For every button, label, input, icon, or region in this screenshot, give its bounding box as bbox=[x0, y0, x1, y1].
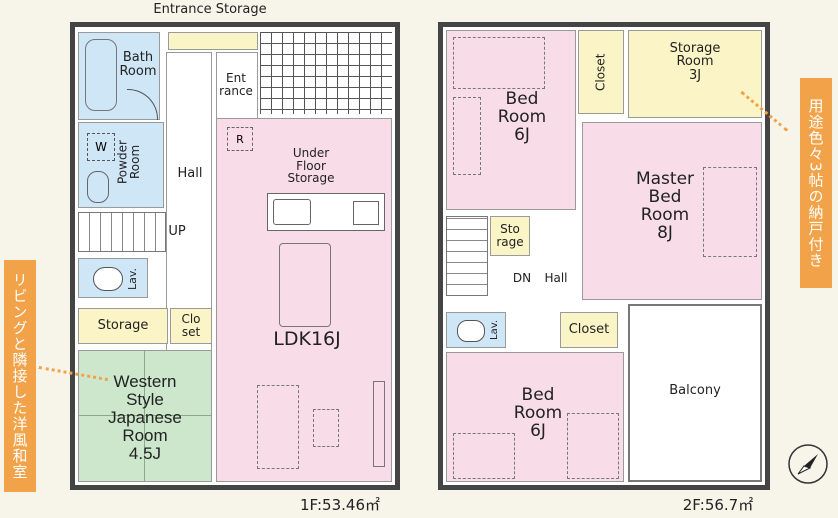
washer-icon: W bbox=[87, 133, 115, 161]
compass-icon bbox=[786, 442, 830, 486]
right-callout: 用途色々3帖の納戸付き bbox=[800, 78, 832, 288]
lav-1f: Lav. bbox=[78, 258, 148, 298]
floor-2-plan: Bed Room 6J Closet Storage Room 3J Maste… bbox=[438, 22, 770, 513]
under-floor-storage-label: Under Floor Storage bbox=[287, 146, 335, 186]
ldk-label: LDK16J bbox=[273, 328, 341, 351]
hall-1f bbox=[166, 52, 212, 352]
bath-room-label: Bath Room bbox=[119, 50, 157, 79]
floor-2-area: 2F:56.7㎡ bbox=[682, 496, 754, 515]
desk-icon bbox=[453, 97, 481, 175]
powder-room: W Powder Room bbox=[78, 122, 164, 208]
closet-1f-label: Clo set bbox=[181, 312, 201, 339]
bed-room-b-label: Bed Room 6J bbox=[513, 385, 563, 441]
stairs-1f bbox=[78, 212, 166, 252]
master-bed-room: Master Bed Room 8J bbox=[582, 122, 762, 300]
desk-icon bbox=[453, 433, 515, 479]
bathtub-icon bbox=[85, 39, 117, 111]
storage-1f: Storage bbox=[78, 308, 168, 344]
lav-2f: Lav. bbox=[446, 312, 506, 348]
master-bed-room-label: Master Bed Room 8J bbox=[635, 169, 695, 243]
bath-room: Bath Room bbox=[78, 32, 160, 120]
closet-a-label: Closet bbox=[593, 53, 608, 91]
western-room-label: Western Style Japanese Room 4.5J bbox=[108, 372, 182, 463]
bed-room-a: Bed Room 6J bbox=[446, 30, 576, 210]
storage-room-label: Storage Room 3J bbox=[669, 40, 721, 83]
storage-room: Storage Room 3J bbox=[628, 30, 762, 118]
floor-1-plan: Bath Room W Powder Room Entrance Storage… bbox=[70, 3, 400, 513]
storage-small: Sto rage bbox=[490, 216, 530, 256]
balcony-label: Balcony bbox=[669, 383, 721, 399]
closet-b: Closet bbox=[560, 312, 618, 348]
bed-room-a-label: Bed Room 6J bbox=[497, 89, 547, 145]
bed-icon bbox=[567, 413, 619, 479]
lav-1f-label: Lav. bbox=[126, 267, 140, 291]
tatami-lines bbox=[79, 351, 211, 481]
powder-room-label: Powder Room bbox=[115, 140, 142, 184]
up-label: UP bbox=[168, 224, 186, 240]
closet-1f: Clo set bbox=[170, 308, 212, 344]
toilet-icon bbox=[93, 267, 123, 291]
double-bed-icon bbox=[703, 167, 757, 257]
toilet-icon bbox=[457, 320, 485, 342]
floor-1-area: 1F:53.46㎡ bbox=[299, 496, 380, 515]
balcony: Balcony bbox=[628, 304, 762, 482]
bed-icon bbox=[453, 37, 545, 89]
bath-door-icon bbox=[127, 89, 158, 120]
dn-label: DN bbox=[512, 270, 532, 285]
stairs-2f bbox=[446, 216, 488, 296]
western-japanese-room: Western Style Japanese Room 4.5J bbox=[78, 350, 212, 482]
entrance-storage bbox=[168, 32, 258, 50]
sink-icon bbox=[273, 199, 311, 225]
hall-1f-label: Hall bbox=[177, 166, 203, 182]
lav-2f-label: Lav. bbox=[488, 319, 500, 341]
stove-icon bbox=[353, 201, 379, 225]
ldk: R Under Floor Storage LDK16J bbox=[216, 118, 392, 482]
entrance-label: Ent rance bbox=[219, 71, 253, 98]
closet-b-label: Closet bbox=[568, 322, 610, 338]
dining-table-icon bbox=[279, 243, 331, 327]
bed-room-b: Bed Room 6J bbox=[446, 352, 624, 482]
storage-1f-label: Storage bbox=[97, 318, 149, 334]
sink-icon bbox=[87, 171, 109, 203]
porch-tiles bbox=[260, 32, 392, 114]
sofa-icon bbox=[257, 385, 299, 469]
coffee-table-icon bbox=[313, 409, 339, 447]
closet-a: Closet bbox=[578, 30, 624, 114]
entrance-storage-label: Entrance Storage bbox=[153, 2, 267, 18]
left-callout: リビングと隣接した洋風和室 bbox=[4, 260, 36, 492]
tv-board-icon bbox=[373, 381, 385, 467]
refrigerator-icon: R bbox=[227, 127, 253, 151]
storage-small-label: Sto rage bbox=[496, 222, 524, 249]
hall-2f-label: Hall bbox=[544, 270, 568, 285]
